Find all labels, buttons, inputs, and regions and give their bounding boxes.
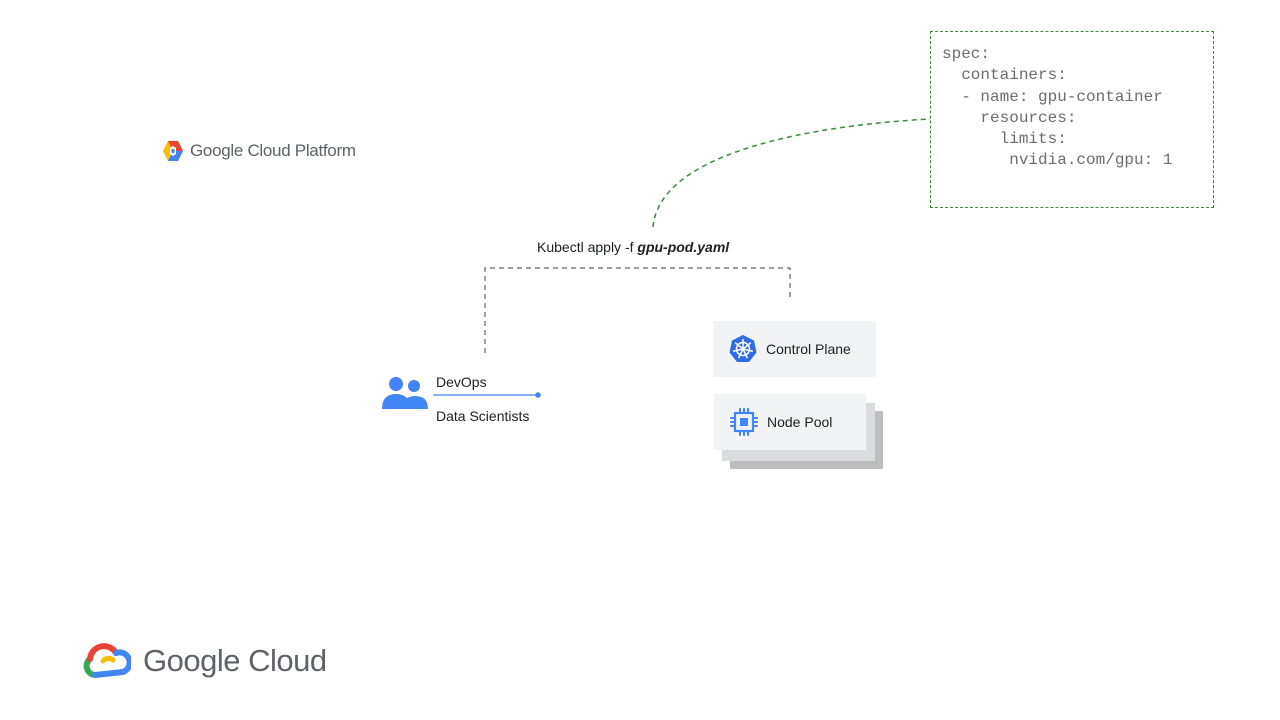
users-icon — [382, 377, 428, 409]
gcp-hexagon-icon — [163, 141, 183, 161]
gcp-logo-text: Google Cloud Platform — [190, 141, 356, 160]
code-line: limits: — [942, 130, 1067, 149]
gcp-logo: Google Cloud Platform — [162, 138, 356, 164]
node-pool-label: Node Pool — [767, 414, 833, 430]
google-cloud-text: Google Cloud — [143, 643, 327, 678]
code-line: - name: gpu-container — [942, 87, 1163, 106]
kubectl-command: Kubectl apply -f gpu-pod.yaml — [537, 239, 729, 255]
code-line: nvidia.com/gpu: 1 — [942, 151, 1173, 170]
google-cloud-logo: Google Cloud — [83, 640, 327, 682]
google-cloud-icon — [83, 643, 131, 678]
role-divider-dot — [535, 392, 541, 398]
command-file: gpu-pod.yaml — [637, 239, 730, 255]
yaml-code-box: spec: containers: - name: gpu-container … — [930, 31, 1214, 208]
role-devops: DevOps — [436, 374, 487, 390]
code-line: spec: — [942, 45, 991, 63]
command-prefix: Kubectl apply -f — [537, 239, 638, 255]
control-plane-label: Control Plane — [766, 341, 851, 357]
code-line: containers: — [942, 66, 1067, 85]
code-connector-curve — [652, 118, 931, 228]
chip-icon — [730, 408, 758, 436]
kubernetes-icon — [729, 335, 757, 362]
node-pool-card: Node Pool — [714, 394, 866, 450]
code-line: resources: — [942, 108, 1077, 127]
role-data-scientists: Data Scientists — [436, 408, 530, 424]
control-plane-card: Control Plane — [713, 321, 876, 377]
